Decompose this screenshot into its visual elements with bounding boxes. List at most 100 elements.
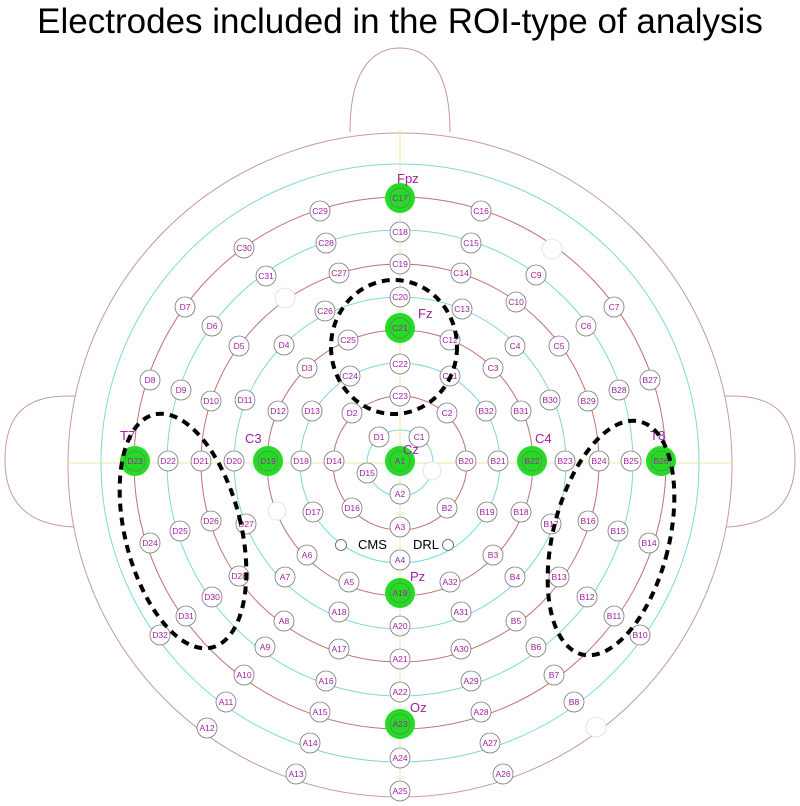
reference-electrodes: CMS DRL	[335, 537, 454, 552]
electrode-circle	[328, 638, 350, 660]
electrode-label: B7	[549, 670, 560, 680]
electrode-label: C10	[508, 297, 524, 307]
electrode-label: A4	[395, 555, 406, 565]
electrode-a2: A2	[389, 483, 411, 505]
electrode-label: D22	[160, 456, 176, 466]
electrode-circle	[296, 357, 318, 379]
electrode-label: B31	[513, 406, 528, 416]
roi-left-temporal	[117, 411, 249, 651]
electrode-d10: D10	[200, 390, 222, 412]
highlight-marker	[253, 446, 283, 476]
electrode-label: A22	[392, 687, 407, 697]
electrode-d7: D7	[174, 296, 196, 318]
electrode-a26: A26	[492, 763, 514, 785]
electrode-circle	[525, 264, 547, 286]
electrode-a30: A30	[450, 638, 472, 660]
electrode-a17: A17	[328, 638, 350, 660]
electrode-circle	[174, 296, 196, 318]
drl-marker	[442, 539, 454, 551]
electrode-label: D14	[326, 456, 342, 466]
electrode-label: C20	[392, 292, 408, 302]
electrode-circle	[487, 450, 509, 472]
electrode-a1: A1	[385, 446, 415, 476]
electrode-b23: B23	[554, 450, 576, 472]
electrode-circle	[389, 747, 411, 769]
electrode-label: B16	[580, 516, 595, 526]
electrode-label: C30	[236, 243, 252, 253]
electrode-circle	[505, 291, 527, 313]
site-label-c4: C4	[535, 431, 552, 446]
electrode-label: B17	[543, 519, 558, 529]
site-label-c3: C3	[245, 431, 262, 446]
electrode-d15: D15	[356, 462, 378, 484]
electrode-label: B10	[632, 630, 647, 640]
electrode-c15: C15	[460, 232, 482, 254]
electrode-label: C9	[531, 270, 542, 280]
electrode-c1: C1	[408, 426, 430, 448]
electrode-c25: C25	[337, 329, 359, 351]
electrode-label: B11	[607, 611, 622, 621]
electrode-circle	[603, 605, 625, 627]
electrode-label: B32	[478, 406, 493, 416]
electrode-circle	[389, 780, 411, 802]
electrode-circle	[436, 402, 458, 424]
electrode-a5: A5	[338, 571, 360, 593]
electrode-c30: C30	[233, 237, 255, 259]
electrode-label: D27	[238, 519, 254, 529]
electrode-circle	[368, 426, 390, 448]
electrode-label: B13	[551, 572, 566, 582]
electrode-b3: B3	[482, 544, 504, 566]
electrode-label: A2	[395, 489, 406, 499]
electrode-label: D32	[152, 630, 168, 640]
electrode-b5: B5	[505, 610, 527, 632]
electrode-b16: B16	[577, 510, 599, 532]
electrode-b7: B7	[543, 664, 565, 686]
electrode-label: D21	[193, 456, 209, 466]
electrode-a13: A13	[285, 763, 307, 785]
electrode-label: D26	[203, 516, 219, 526]
electrode-label: B6	[531, 642, 542, 652]
electrode-b11: B11	[603, 605, 625, 627]
electrode-d23: D23	[120, 446, 150, 476]
electrode-a32: A32	[439, 571, 461, 593]
site-label-cz: Cz	[403, 442, 419, 457]
electrode-label: D9	[176, 385, 187, 395]
electrode-circle	[389, 187, 411, 209]
electrode-label: A18	[331, 607, 346, 617]
electrode-a6: A6	[296, 544, 318, 566]
right-ear	[709, 395, 796, 528]
electrode-c20: C20	[389, 286, 411, 308]
electrode-label: A26	[495, 769, 510, 779]
electrode-label: A21	[392, 654, 407, 664]
electrode-b31: B31	[510, 400, 532, 422]
electrode-b19: B19	[476, 501, 498, 523]
electrode-c18: C18	[389, 221, 411, 243]
electrode-label: A25	[392, 786, 407, 796]
electrode-label: D7	[180, 302, 191, 312]
electrode-label: A13	[288, 769, 303, 779]
electrode-label: C29	[312, 206, 328, 216]
electrode-d11: D11	[234, 389, 256, 411]
electrode-c22: C22	[389, 353, 411, 375]
electrode-label: D11	[238, 395, 253, 405]
electrode-label: B30	[542, 395, 557, 405]
electrode-circle	[563, 691, 585, 713]
electrode-circle	[389, 353, 411, 375]
electrode-a29: A29	[460, 670, 482, 692]
electrode-circle	[228, 565, 250, 587]
electrode-d6: D6	[201, 315, 223, 337]
electrode-a22: A22	[389, 681, 411, 703]
electrode-label: A1	[395, 456, 406, 466]
electrode-a18: A18	[328, 601, 350, 623]
electrode-label: C2	[442, 408, 453, 418]
electrode-circle	[588, 450, 610, 472]
electrode-circle	[255, 265, 277, 287]
electrode-label: C12	[442, 335, 458, 345]
electrode-a8: A8	[273, 610, 295, 632]
electrode-a15: A15	[309, 701, 331, 723]
electrode-label: C22	[392, 359, 408, 369]
electrode-a4: A4	[389, 549, 411, 571]
electrode-c6: C6	[575, 315, 597, 337]
electrode-label: C25	[340, 335, 356, 345]
electrode-a20: A20	[389, 615, 411, 637]
